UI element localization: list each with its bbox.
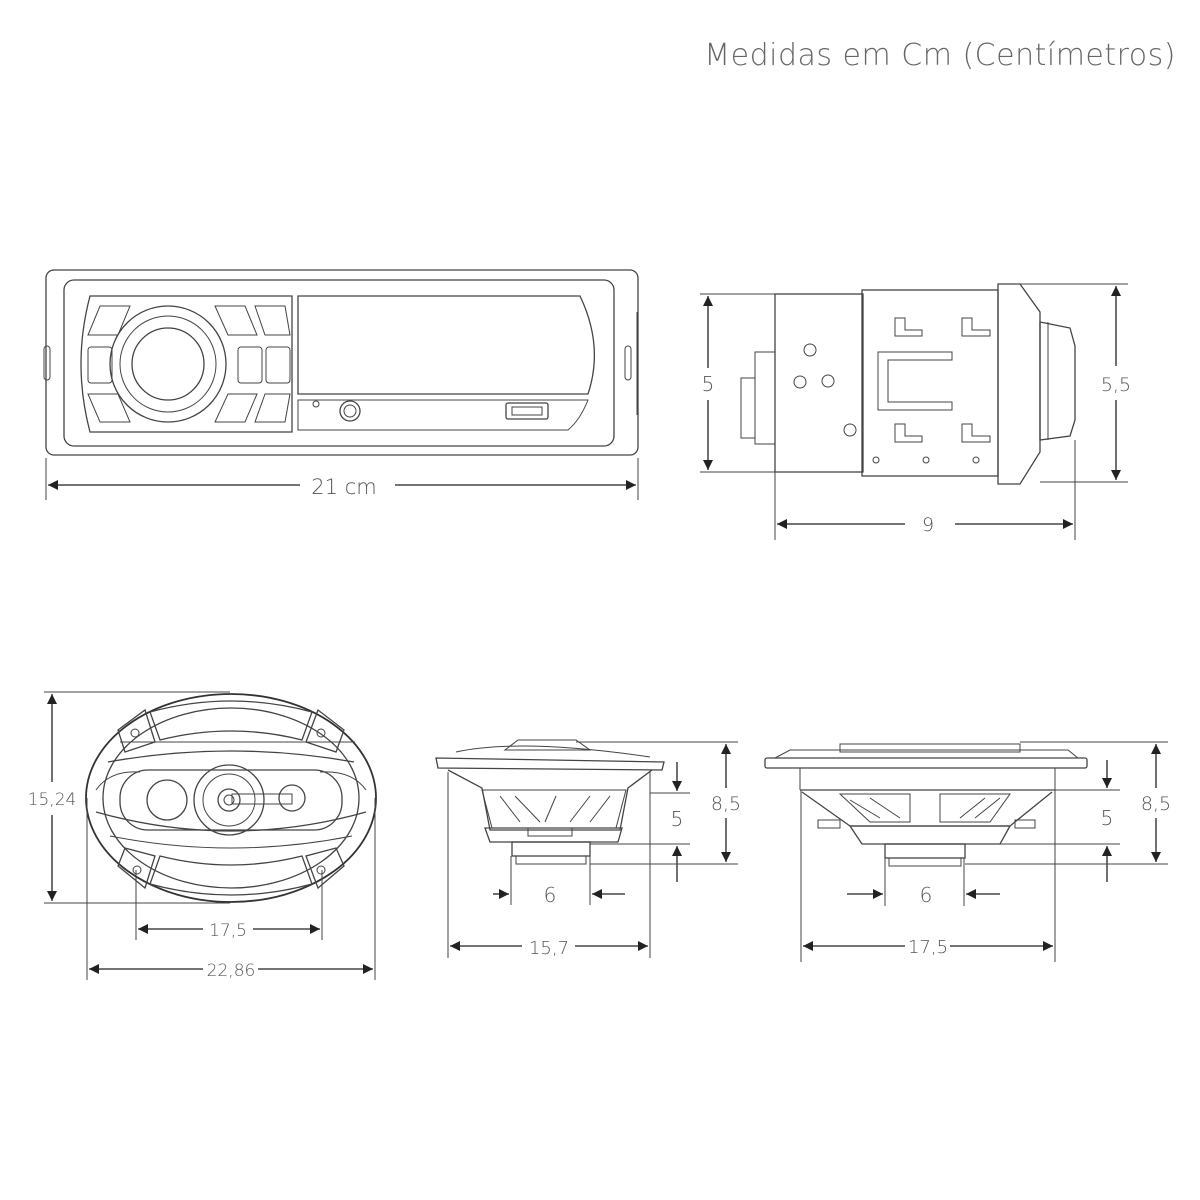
long-total-label: 8,5 bbox=[1141, 793, 1171, 815]
radio-front-view: 21 cm bbox=[43, 269, 639, 500]
long-width-label: 17,5 bbox=[908, 937, 948, 958]
long-magnet-label: 6 bbox=[920, 883, 933, 907]
radio-side-view: 5 5,5 9 bbox=[700, 283, 1131, 540]
speaker-width-label: 22,86 bbox=[207, 961, 256, 981]
page-title: Medidas em Cm (Centímetros) bbox=[704, 38, 1176, 73]
long-depth-label: 5 bbox=[1101, 806, 1114, 830]
radio-width-label: 21 cm bbox=[311, 475, 376, 499]
radio-depth-label: 9 bbox=[922, 514, 934, 536]
radio-height-label: 5 bbox=[702, 372, 715, 396]
speaker-front-view: 15,24 17,5 22,86 bbox=[28, 691, 377, 981]
short-width-label: 15,7 bbox=[529, 938, 569, 959]
short-depth-label: 5 bbox=[671, 807, 684, 831]
speaker-hole-span-label: 17,5 bbox=[209, 921, 247, 941]
speaker-side-short-view: 5 8,5 6 15,7 bbox=[435, 739, 741, 959]
short-total-label: 8,5 bbox=[711, 793, 741, 815]
speaker-height-label: 15,24 bbox=[28, 790, 77, 810]
speaker-side-long-view: 5 8,5 6 17,5 bbox=[764, 741, 1171, 962]
short-magnet-label: 6 bbox=[544, 883, 557, 907]
radio-front-height-label: 5,5 bbox=[1101, 374, 1131, 396]
